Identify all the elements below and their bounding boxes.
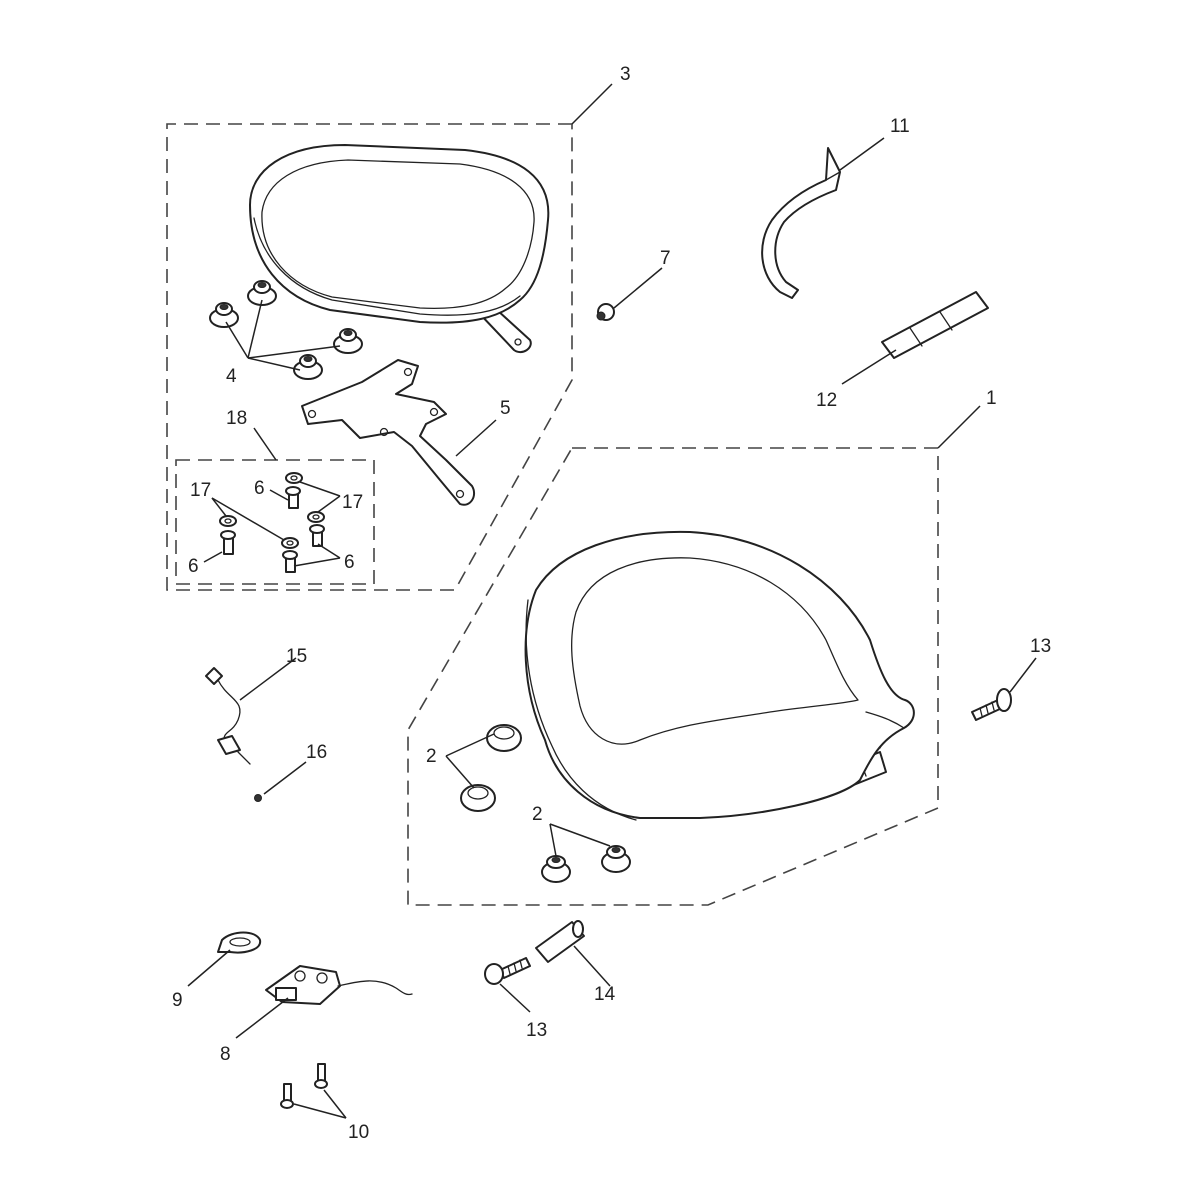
grommet <box>209 302 239 328</box>
grommet <box>293 354 323 380</box>
callout-13: 13 <box>1030 636 1051 657</box>
callout-1: 1 <box>986 388 997 409</box>
washer-group <box>219 472 325 549</box>
callout-3: 3 <box>620 64 631 85</box>
tool-pouch <box>881 291 989 359</box>
callout-labels: 1 2 2 3 4 5 6 6 6 7 8 9 10 11 12 13 13 1… <box>172 64 1051 1143</box>
callout-13: 13 <box>526 1020 547 1041</box>
bolt <box>285 486 301 509</box>
callout-6: 6 <box>188 556 199 577</box>
seat-bolt-right <box>971 688 1012 721</box>
buffer-group <box>460 724 631 883</box>
bolt <box>309 524 325 547</box>
callout-6: 6 <box>254 478 265 499</box>
assembly-boundary-rider-seat <box>407 405 981 906</box>
washer <box>307 511 325 523</box>
rubber-buffer <box>601 845 631 873</box>
callout-16: 16 <box>306 742 327 763</box>
latch-ring <box>217 931 262 954</box>
seat-bolt-lower <box>484 957 531 985</box>
rubber-buffer <box>460 784 496 812</box>
callout-2: 2 <box>532 804 543 825</box>
rider-seat <box>524 530 915 821</box>
bolt <box>282 550 298 573</box>
grommet <box>333 328 363 354</box>
pillion-seat-pad <box>249 144 550 354</box>
callout-14: 14 <box>594 984 616 1005</box>
callout-2: 2 <box>426 746 437 767</box>
leader-lines <box>187 137 1037 1119</box>
screw <box>314 1063 328 1089</box>
cable-clip <box>254 794 262 802</box>
release-cable <box>205 667 251 765</box>
rubber-buffer <box>541 855 571 883</box>
callout-8: 8 <box>220 1044 231 1065</box>
assembly-boundary-pillion <box>166 83 613 591</box>
callout-12: 12 <box>816 390 837 411</box>
seat-bracket <box>301 359 476 506</box>
callout-18: 18 <box>226 408 247 429</box>
callout-9: 9 <box>172 990 183 1011</box>
callout-15: 15 <box>286 646 307 667</box>
latch-screw-pair <box>280 1063 328 1109</box>
callout-4: 4 <box>226 366 237 387</box>
assembly-boundary-fixings-kit <box>175 427 375 585</box>
callout-10: 10 <box>348 1122 369 1143</box>
grommet-group <box>209 280 363 380</box>
callout-17: 17 <box>190 480 211 501</box>
callout-7: 7 <box>660 248 671 269</box>
seat-latch <box>265 965 413 1005</box>
bolt-group <box>220 486 325 573</box>
callout-17: 17 <box>342 492 363 513</box>
bolt <box>220 530 236 555</box>
hook-strap <box>761 147 841 299</box>
rubber-buffer <box>486 724 522 752</box>
spacer-sleeve <box>535 920 585 963</box>
screw <box>280 1083 294 1109</box>
callout-6: 6 <box>344 552 355 573</box>
washer <box>285 472 303 484</box>
callout-11: 11 <box>890 116 910 137</box>
callout-5: 5 <box>500 398 511 419</box>
washer <box>219 515 237 527</box>
grommet <box>247 280 277 306</box>
washer <box>281 537 299 549</box>
nut-clip <box>596 303 615 321</box>
